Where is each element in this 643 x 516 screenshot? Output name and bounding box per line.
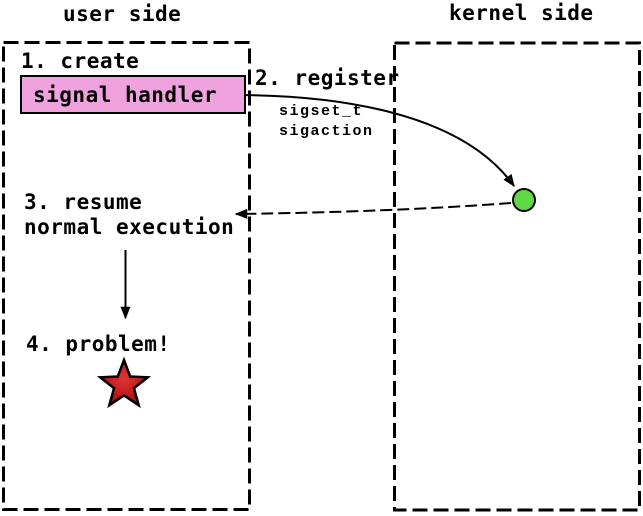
kernel-side-title: kernel side: [449, 1, 594, 25]
step1-create-label: 1. create: [21, 49, 140, 73]
signal-handler-box: signal handler: [20, 75, 246, 114]
step3-line2: normal execution: [24, 215, 235, 239]
kernel-dot-icon: [512, 188, 536, 212]
register-args: sigset_t sigaction: [279, 102, 374, 142]
step4-problem-label: 4. problem!: [26, 332, 171, 356]
step2-register-label: 2. register: [255, 66, 400, 90]
register-arg-sigaction: sigaction: [279, 123, 374, 140]
register-arg-sigset: sigset_t: [279, 103, 364, 120]
step3-line1: 3. resume: [24, 190, 143, 214]
kernel-side-box: [393, 41, 641, 512]
problem-star-icon: [96, 356, 152, 409]
resume-return-arrow: [234, 202, 512, 219]
user-side-title: user side: [63, 2, 182, 26]
register-arrow: [233, 94, 515, 188]
signal-handler-label: signal handler: [33, 82, 218, 107]
step3-resume-label: 3. resume normal execution: [24, 190, 234, 240]
